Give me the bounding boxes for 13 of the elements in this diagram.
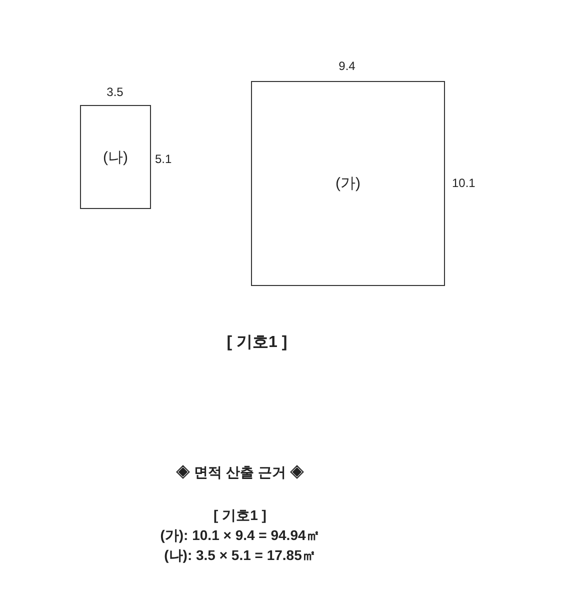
area-formula: (나): 3.5 × 5.1 = 17.85㎡	[164, 547, 316, 565]
area-label: (가)	[336, 174, 360, 193]
dimension-label: 9.4	[338, 59, 356, 73]
formula-heading: [ 기호1 ]	[214, 507, 266, 525]
area-rectangle	[80, 105, 151, 209]
area-formula: (가): 10.1 × 9.4 = 94.94㎡	[160, 527, 320, 545]
dimension-label: 3.5	[106, 85, 124, 99]
area-label: (나)	[103, 148, 128, 166]
figure-caption: [ 기호1 ]	[226, 333, 288, 353]
area-rectangle	[251, 81, 445, 286]
dimension-label: 10.1	[452, 176, 476, 190]
dimension-label: 5.1	[155, 152, 172, 166]
section-heading: ◈ 면적 산출 근거 ◈	[176, 464, 304, 482]
